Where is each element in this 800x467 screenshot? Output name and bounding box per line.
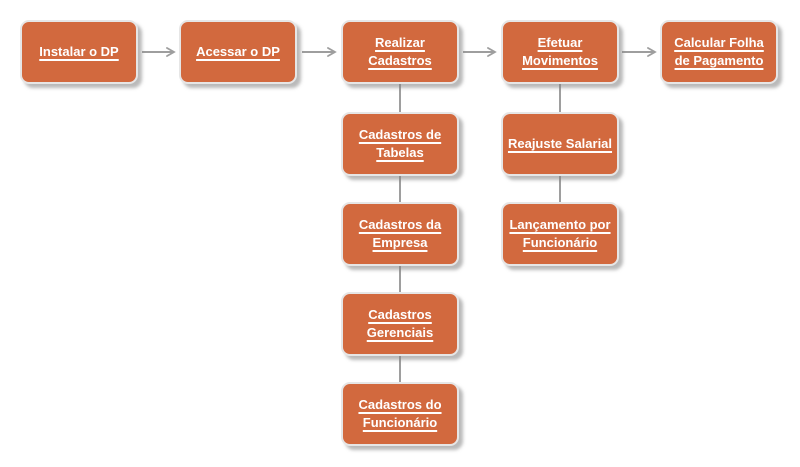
node-label[interactable]: Cadastros de Tabelas <box>358 127 442 160</box>
node-label[interactable]: Reajuste Salarial <box>507 136 613 151</box>
node-label[interactable]: Cadastros do Funcionário <box>358 397 442 430</box>
node-cadastros-do-funcionario[interactable]: Cadastros do Funcionário <box>341 382 459 446</box>
node-efetuar-movimentos[interactable]: Efetuar Movimentos <box>501 20 619 84</box>
node-cadastros-de-tabelas[interactable]: Cadastros de Tabelas <box>341 112 459 176</box>
node-label[interactable]: Realizar Cadastros <box>368 35 432 68</box>
node-label[interactable]: Cadastros da Empresa <box>358 217 442 250</box>
node-instalar-o-dp[interactable]: Instalar o DP <box>20 20 138 84</box>
node-label[interactable]: Efetuar Movimentos <box>522 35 598 68</box>
node-cadastros-da-empresa[interactable]: Cadastros da Empresa <box>341 202 459 266</box>
node-cadastros-gerenciais[interactable]: Cadastros Gerenciais <box>341 292 459 356</box>
node-label[interactable]: Calcular Folha de Pagamento <box>674 35 764 68</box>
node-lancamento-por-funcionario[interactable]: Lançamento por Funcionário <box>501 202 619 266</box>
node-calcular-folha-de-pagamento[interactable]: Calcular Folha de Pagamento <box>660 20 778 84</box>
node-label[interactable]: Acessar o DP <box>196 44 280 59</box>
node-acessar-o-dp[interactable]: Acessar o DP <box>179 20 297 84</box>
node-label[interactable]: Cadastros Gerenciais <box>366 307 434 340</box>
node-reajuste-salarial[interactable]: Reajuste Salarial <box>501 112 619 176</box>
node-realizar-cadastros[interactable]: Realizar Cadastros <box>341 20 459 84</box>
node-label[interactable]: Instalar o DP <box>39 44 119 59</box>
node-label[interactable]: Lançamento por Funcionário <box>509 217 611 250</box>
